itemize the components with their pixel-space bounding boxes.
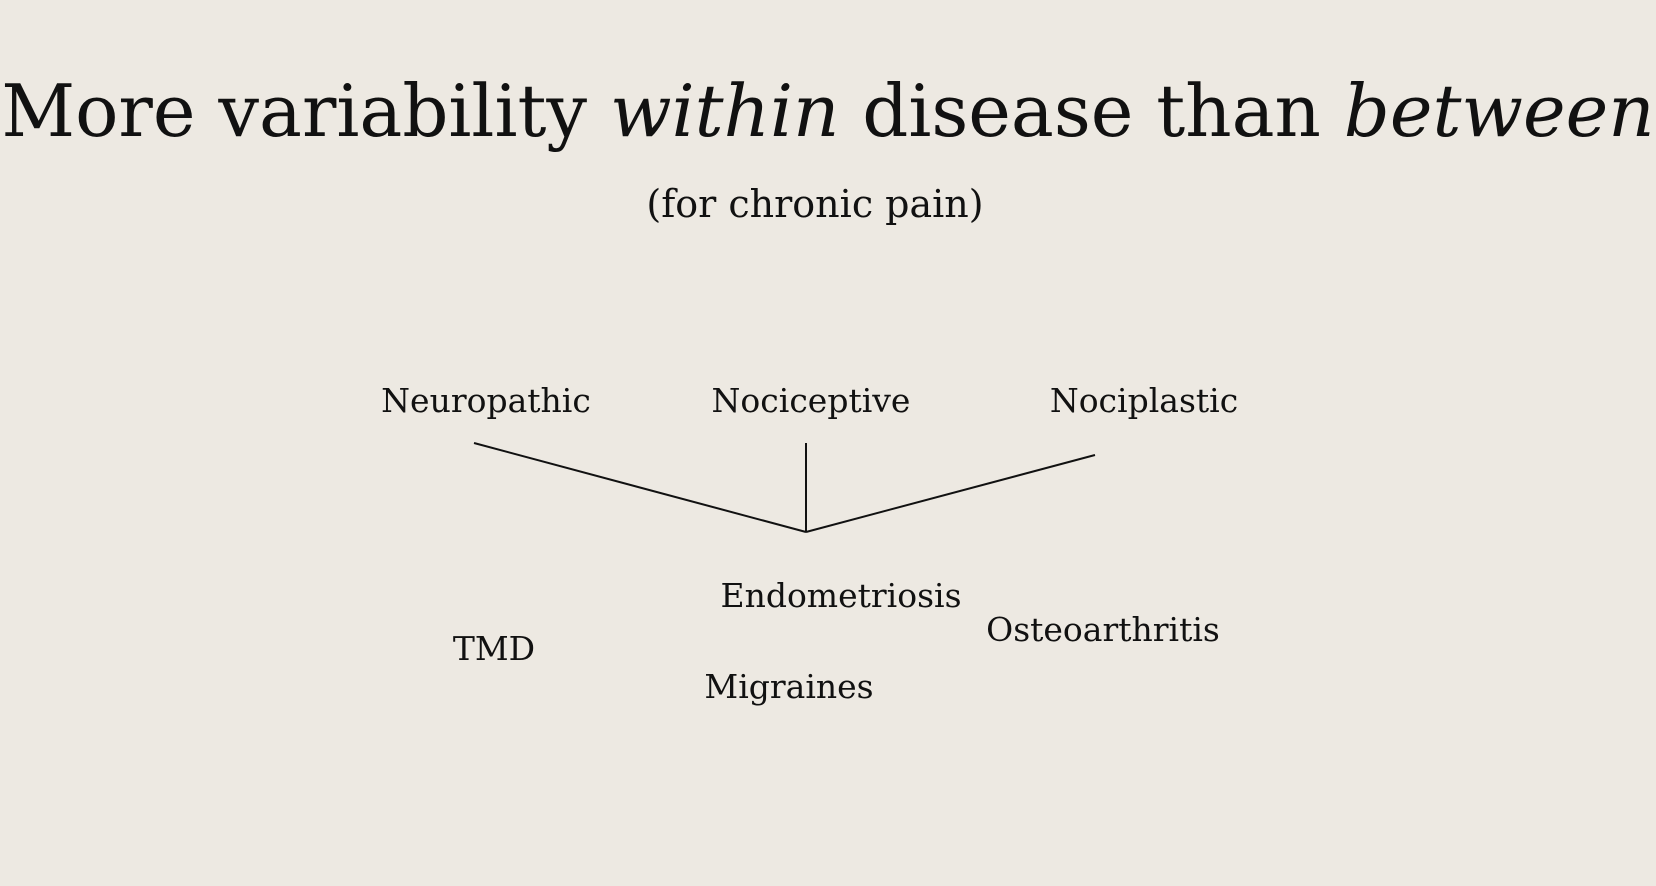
connector-nociplastic <box>805 454 1096 533</box>
disease-migraines: Migraines <box>704 667 874 706</box>
title-emphasis-within: within <box>609 69 840 153</box>
category-nociceptive: Nociceptive <box>711 381 911 420</box>
disease-tmd: TMD <box>452 629 536 668</box>
category-nociplastic: Nociplastic <box>1049 381 1239 420</box>
slide-subtitle: (for chronic pain) <box>646 182 984 226</box>
disease-osteoarthritis: Osteoarthritis <box>986 610 1220 649</box>
title-part-2: disease than <box>839 69 1344 153</box>
slide-title: More variability within disease than bet… <box>0 66 1656 156</box>
category-neuropathic: Neuropathic <box>381 381 591 420</box>
title-emphasis-between: between <box>1343 69 1655 153</box>
title-part-1: More variability <box>1 69 610 153</box>
connector-neuropathic <box>473 442 807 533</box>
disease-endometriosis: Endometriosis <box>720 576 962 615</box>
